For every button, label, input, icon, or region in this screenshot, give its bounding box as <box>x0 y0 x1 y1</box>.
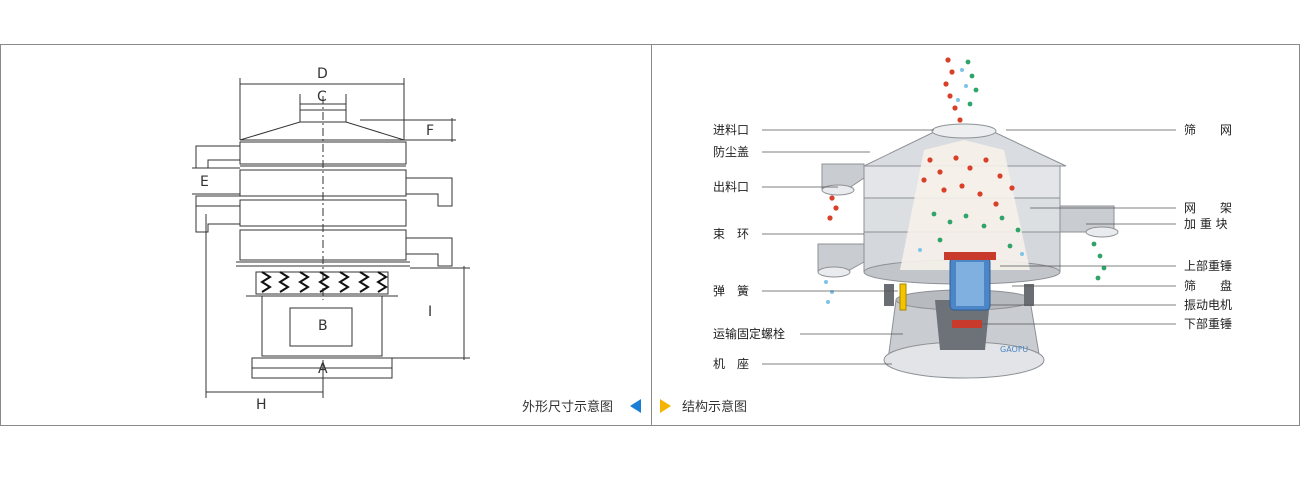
label-base: 机 座 <box>713 356 749 371</box>
label-outlet: 出料口 <box>713 180 749 194</box>
dim-c: C <box>317 89 327 105</box>
structure-illustration <box>817 123 1119 379</box>
label-transport-bolt: 运输固定螺栓 <box>713 326 785 341</box>
dim-h: H <box>256 397 267 413</box>
label-screen-tray: 筛 盘 <box>1184 278 1232 293</box>
label-dust-cover: 防尘盖 <box>713 144 749 159</box>
panel-divider <box>651 44 652 426</box>
dim-a: A <box>318 361 328 377</box>
particles <box>824 57 1107 304</box>
caption-structure: 结构示意图 <box>682 400 748 415</box>
triangle-right-icon[interactable] <box>660 399 671 413</box>
spring-icons <box>260 271 388 293</box>
outline-drawing <box>192 78 470 398</box>
label-vibration-motor: 振动电机 <box>1184 298 1232 312</box>
brand-logo: GAOFU <box>1000 345 1028 354</box>
label-weight-block: 加 重 块 <box>1184 217 1228 231</box>
label-screen-mesh: 筛 网 <box>1184 122 1232 137</box>
leader-lines <box>762 129 1176 365</box>
label-upper-weight: 上部重锤 <box>1184 258 1232 273</box>
label-lower-weight: 下部重锤 <box>1184 316 1232 331</box>
label-clamp-ring: 束 环 <box>713 227 749 241</box>
label-inlet: 进料口 <box>713 123 749 137</box>
label-mesh-frame: 网 架 <box>1184 201 1232 215</box>
label-spring: 弹 簧 <box>713 283 749 298</box>
triangle-left-icon[interactable] <box>630 399 641 413</box>
dim-d: D <box>317 66 328 82</box>
caption-outline: 外形尺寸示意图 <box>522 400 614 415</box>
dim-f: F <box>426 123 434 139</box>
dim-i: I <box>428 304 432 320</box>
dim-e: E <box>200 174 209 190</box>
dim-b: B <box>318 318 328 334</box>
